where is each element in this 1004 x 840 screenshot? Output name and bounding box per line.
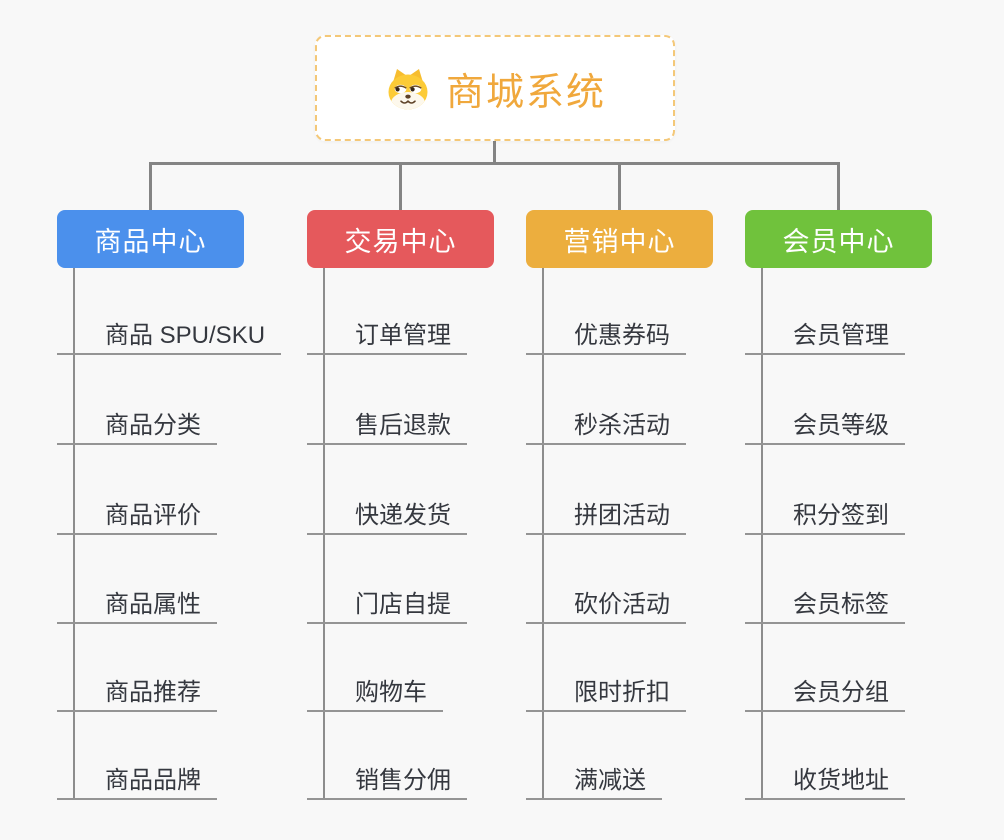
leaf-node[interactable]: 满减送	[526, 760, 662, 800]
branch-member-center: 会员中心 会员管理 会员等级 积分签到 会员标签 会员分组 收货地址	[745, 210, 932, 810]
branch-box-trade-center[interactable]: 交易中心	[307, 210, 494, 268]
leaf-node[interactable]: 售后退款	[307, 405, 467, 445]
branch-box-member-center[interactable]: 会员中心	[745, 210, 932, 268]
leaf-node[interactable]: 商品品牌	[57, 760, 217, 800]
leaf-node[interactable]: 会员分组	[745, 672, 905, 712]
leaf-node[interactable]: 门店自提	[307, 584, 467, 624]
branch-product-center: 商品中心 商品 SPU/SKU 商品分类 商品评价 商品属性 商品推荐 商品品牌	[57, 210, 282, 810]
leaf-node[interactable]: 商品属性	[57, 584, 217, 624]
leaf-node[interactable]: 销售分佣	[307, 760, 467, 800]
leaf-node[interactable]: 购物车	[307, 672, 443, 712]
leaf-node[interactable]: 商品分类	[57, 405, 217, 445]
connector-root-drop	[493, 140, 496, 164]
branch-trade-center: 交易中心 订单管理 售后退款 快递发货 门店自提 购物车 销售分佣	[307, 210, 494, 810]
branch-marketing-center: 营销中心 优惠券码 秒杀活动 拼团活动 砍价活动 限时折扣 满减送	[526, 210, 713, 810]
leaf-node[interactable]: 商品 SPU/SKU	[57, 315, 282, 355]
root-label: 商城系统	[445, 71, 606, 114]
leaf-node[interactable]: 订单管理	[307, 315, 467, 355]
leaf-node[interactable]: 收货地址	[745, 760, 905, 800]
leaf-node[interactable]: 商品推荐	[57, 672, 217, 712]
branch-box-product-center[interactable]: 商品中心	[57, 210, 244, 268]
leaf-node[interactable]: 商品评价	[57, 495, 217, 535]
leaf-node[interactable]: 砍价活动	[526, 584, 686, 624]
connector-drop-branch-2	[399, 162, 402, 210]
leaf-node[interactable]: 会员管理	[745, 315, 905, 355]
leaf-node[interactable]: 积分签到	[745, 495, 905, 535]
leaf-node[interactable]: 拼团活动	[526, 495, 686, 535]
connector-drop-branch-4	[837, 162, 840, 210]
leaf-node[interactable]: 限时折扣	[526, 672, 686, 712]
root-node-mall-system[interactable]: 商城系统	[315, 35, 675, 141]
leaf-node[interactable]: 会员等级	[745, 405, 905, 445]
leaf-node[interactable]: 快递发货	[307, 495, 467, 535]
dog-face-icon	[388, 69, 428, 110]
leaf-node[interactable]: 秒杀活动	[526, 405, 686, 445]
branch-box-marketing-center[interactable]: 营销中心	[526, 210, 713, 268]
leaf-node[interactable]: 优惠券码	[526, 315, 686, 355]
connector-drop-branch-1	[149, 162, 152, 210]
connector-drop-branch-3	[618, 162, 621, 210]
leaf-node[interactable]: 会员标签	[745, 584, 905, 624]
connector-rail	[149, 162, 840, 165]
